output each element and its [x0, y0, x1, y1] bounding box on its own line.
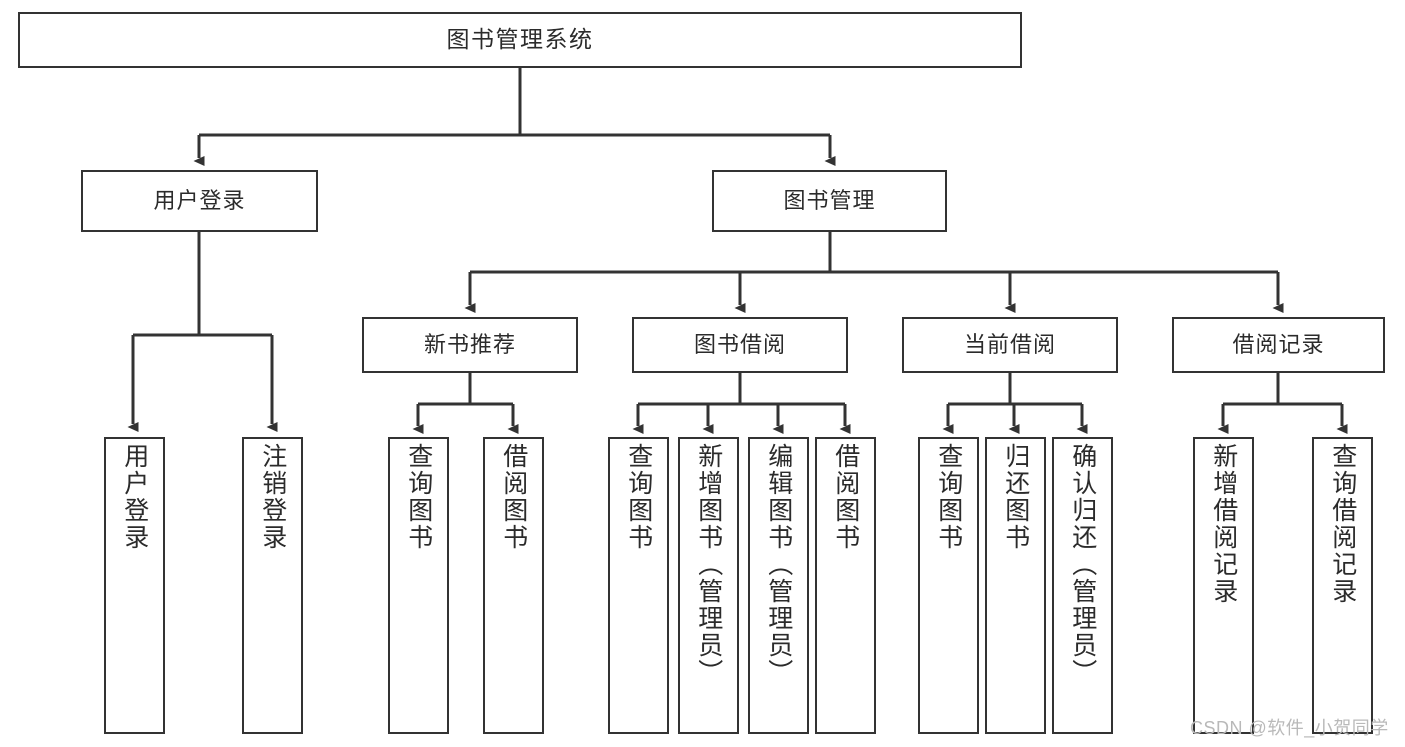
node-book-borrow-label: 图书借阅 — [693, 332, 786, 358]
node-book-borrow[interactable]: 图书借阅 — [632, 317, 848, 373]
leaf-new-book-borrow-label: 借阅图书 — [499, 443, 528, 551]
leaf-book-borrow-borrow-label: 借阅图书 — [831, 443, 860, 551]
watermark-text: CSDN @软件_小贺同学 — [1190, 718, 1389, 738]
leaf-new-book-borrow[interactable]: 借阅图书 — [483, 437, 544, 734]
leaf-current-borrow-query[interactable]: 查询图书 — [918, 437, 979, 734]
leaf-current-borrow-confirm-label: 确认归还（管理员） — [1068, 443, 1097, 686]
leaf-user-login-signout-label: 注销登录 — [258, 443, 287, 551]
leaf-book-borrow-edit[interactable]: 编辑图书（管理员） — [748, 437, 809, 734]
node-current-borrow[interactable]: 当前借阅 — [902, 317, 1118, 373]
leaf-book-borrow-edit-label: 编辑图书（管理员） — [764, 443, 793, 686]
leaf-current-borrow-return-label: 归还图书 — [1001, 443, 1030, 551]
node-user-login-label: 用户登录 — [153, 188, 246, 214]
leaf-book-borrow-query[interactable]: 查询图书 — [608, 437, 669, 734]
node-borrow-record[interactable]: 借阅记录 — [1172, 317, 1385, 373]
node-current-borrow-label: 当前借阅 — [963, 332, 1056, 358]
node-book-management[interactable]: 图书管理 — [712, 170, 947, 232]
leaf-user-login-signin-label: 用户登录 — [120, 443, 149, 551]
leaf-current-borrow-return[interactable]: 归还图书 — [985, 437, 1046, 734]
leaf-book-borrow-query-label: 查询图书 — [624, 443, 653, 551]
leaf-borrow-record-add-label: 新增借阅记录 — [1209, 443, 1238, 605]
node-user-login[interactable]: 用户登录 — [81, 170, 318, 232]
leaf-book-borrow-borrow[interactable]: 借阅图书 — [815, 437, 876, 734]
leaf-borrow-record-query[interactable]: 查询借阅记录 — [1312, 437, 1373, 734]
leaf-borrow-record-add[interactable]: 新增借阅记录 — [1193, 437, 1254, 734]
node-new-book-recommend-label: 新书推荐 — [423, 332, 516, 358]
leaf-user-login-signout[interactable]: 注销登录 — [242, 437, 303, 734]
leaf-book-borrow-add-label: 新增图书（管理员） — [694, 443, 723, 686]
node-root[interactable]: 图书管理系统 — [18, 12, 1022, 68]
node-new-book-recommend[interactable]: 新书推荐 — [362, 317, 578, 373]
leaf-borrow-record-query-label: 查询借阅记录 — [1328, 443, 1357, 605]
leaf-new-book-query-label: 查询图书 — [404, 443, 433, 551]
leaf-current-borrow-query-label: 查询图书 — [934, 443, 963, 551]
node-book-management-label: 图书管理 — [783, 188, 876, 214]
leaf-book-borrow-add[interactable]: 新增图书（管理员） — [678, 437, 739, 734]
leaf-new-book-query[interactable]: 查询图书 — [388, 437, 449, 734]
leaf-user-login-signin[interactable]: 用户登录 — [104, 437, 165, 734]
node-root-label: 图书管理系统 — [446, 26, 594, 53]
leaf-current-borrow-confirm[interactable]: 确认归还（管理员） — [1052, 437, 1113, 734]
node-borrow-record-label: 借阅记录 — [1232, 332, 1325, 358]
